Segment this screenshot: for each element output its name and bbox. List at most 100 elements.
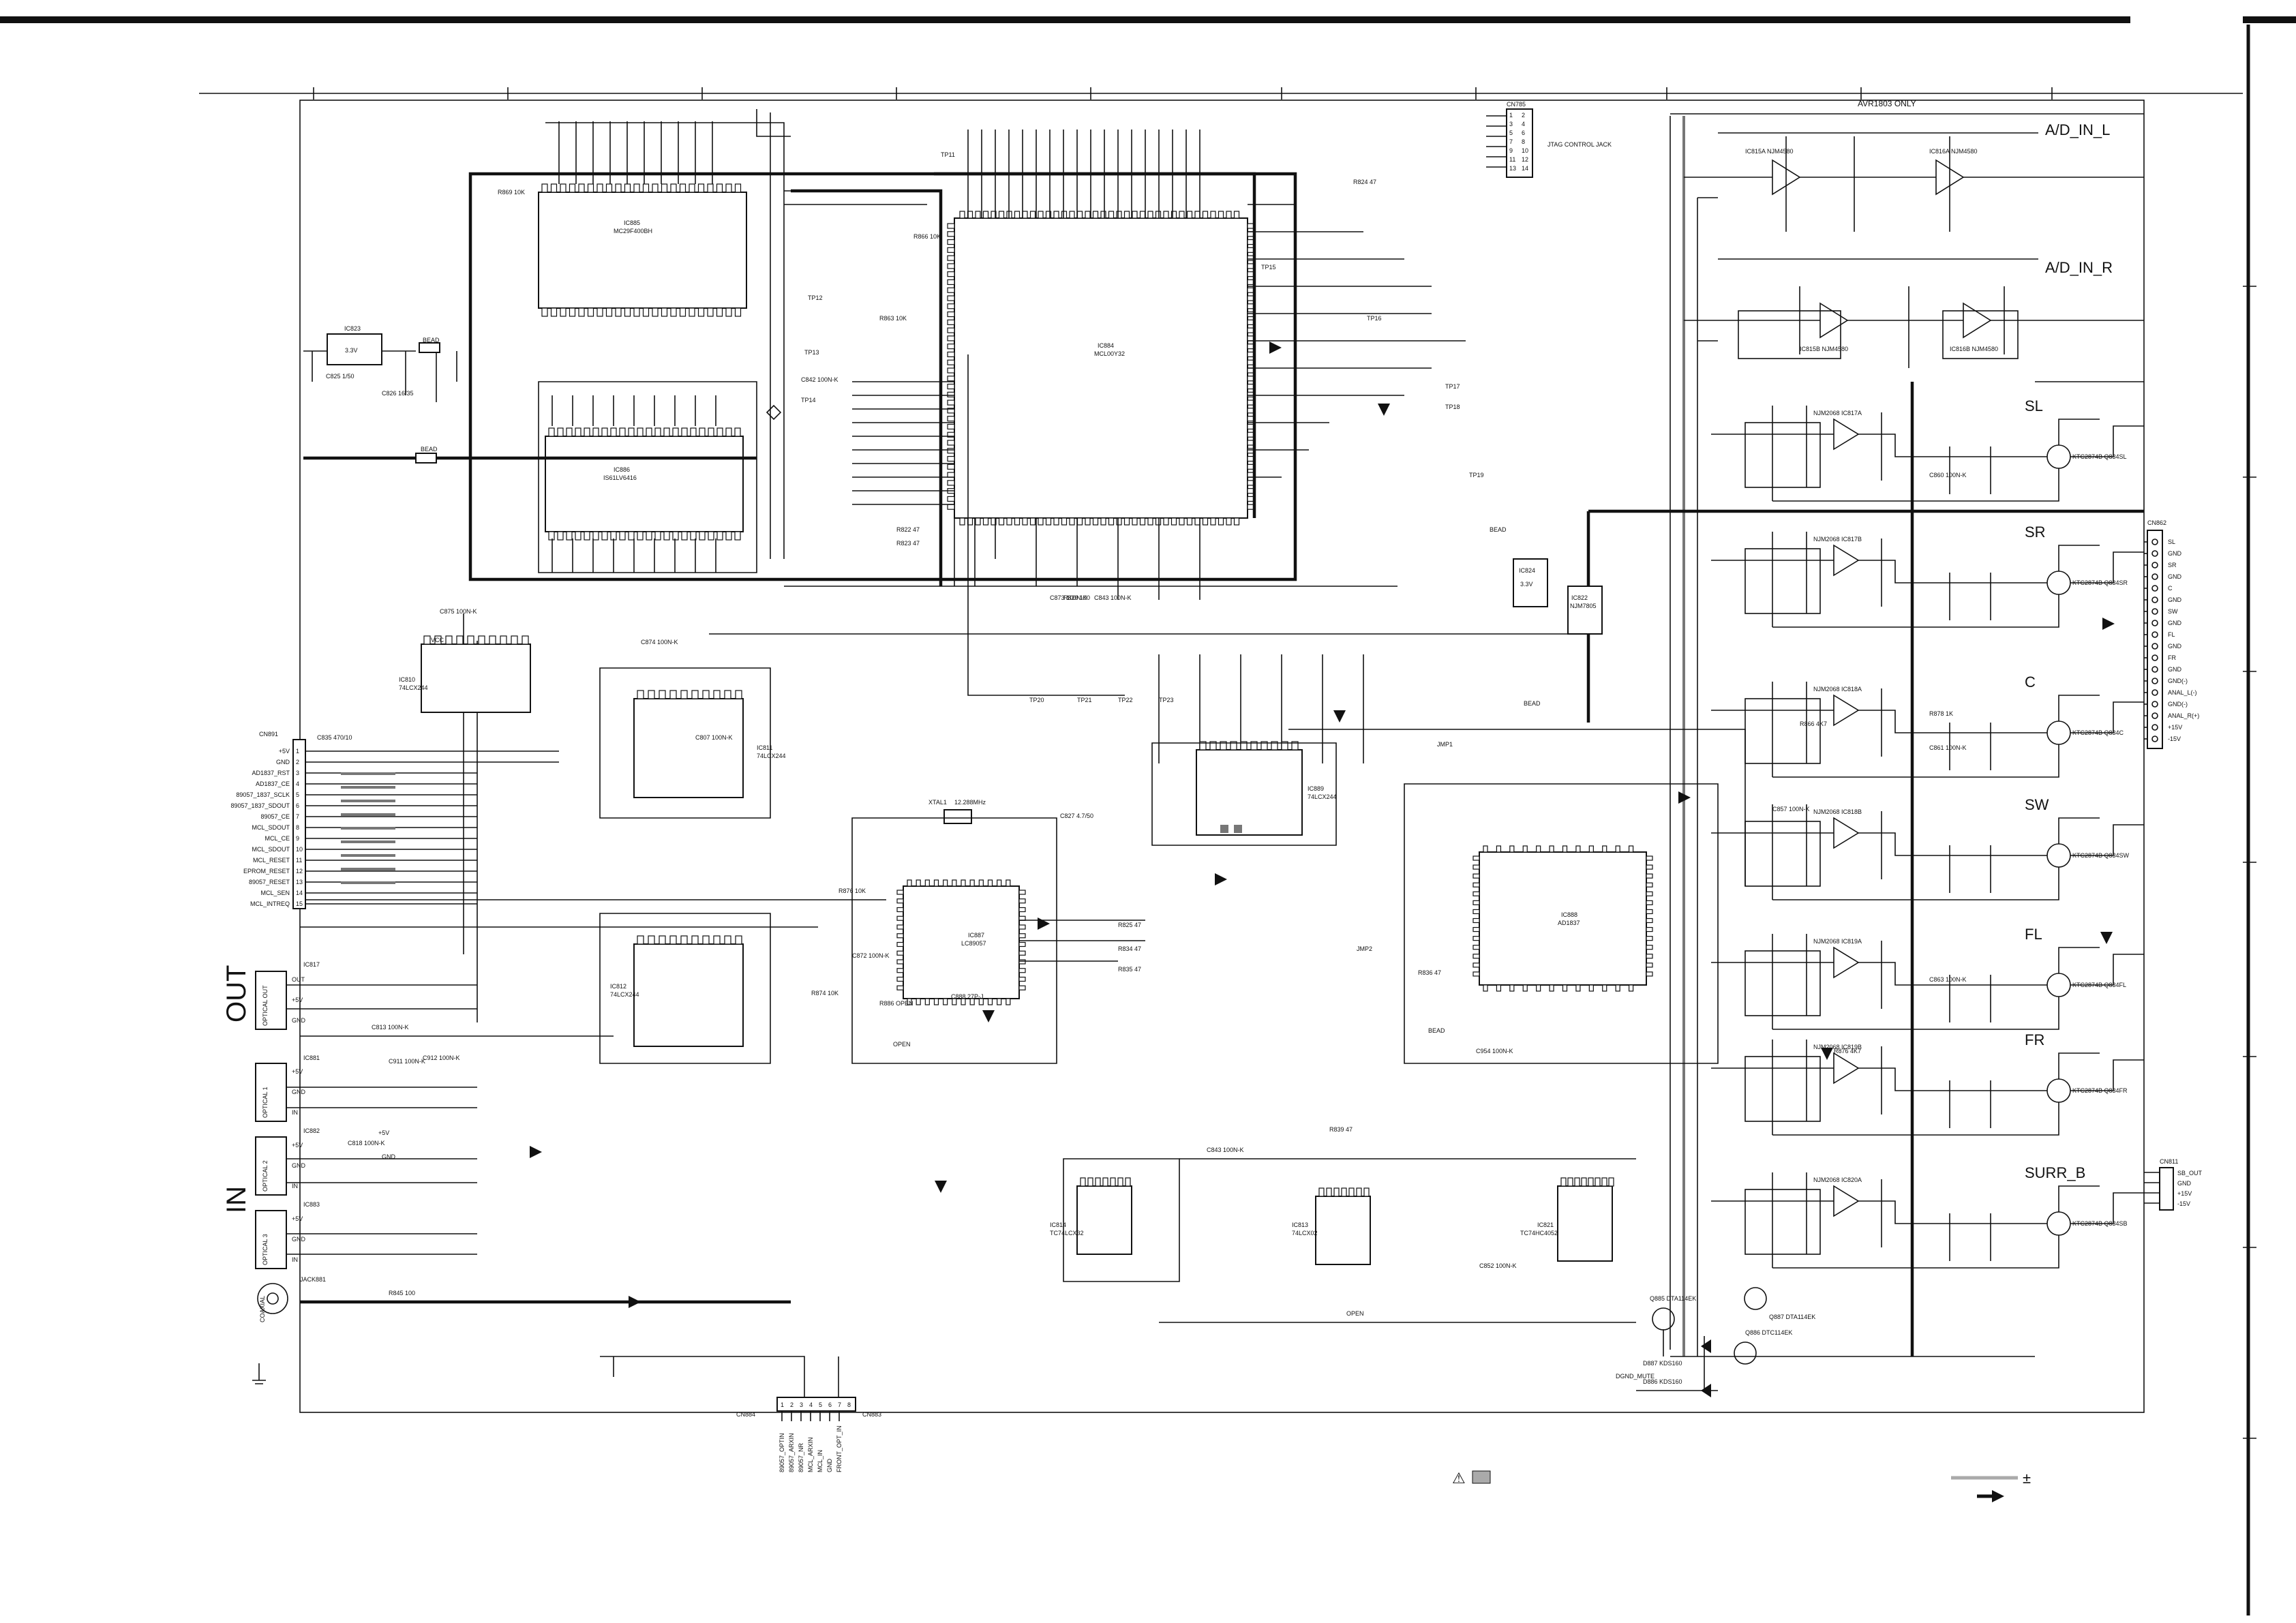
ic-pin [1018,907,1026,913]
ic-pin [1108,211,1115,219]
ic-pin [1646,945,1653,950]
cn891-pin-label: MCL_INTREQ [250,900,290,907]
optical-pin-label: IN [292,1109,298,1116]
ic-pin [642,183,650,193]
ic-pin [697,307,705,317]
ic-pin [1100,211,1106,219]
ic887-ref: IC887 [968,932,984,939]
test-point-label: TP14 [801,397,816,404]
ic-pin [1123,517,1130,526]
ic-pin [716,427,723,437]
adc-amp-l2: IC816A NJM4580 [1929,148,1978,155]
jtag-pin: 13 [1509,165,1516,172]
cn884-pin: 4 [809,1401,813,1408]
cn862-block: CN862 SLGNDSRGNDCGNDSWGNDFLGNDFRGNDGND(-… [2144,519,2199,749]
cn862-pin-label: SW [2168,608,2178,615]
ic-pin [991,517,997,526]
bead-label: BEAD [423,337,440,344]
cn811-ref: CN811 [2160,1158,2178,1165]
ic-pin [550,183,558,193]
ic-pin [1483,984,1488,992]
ic-pin [961,879,966,887]
ic-pin [896,976,904,982]
ic-pin [1601,1177,1607,1187]
optical-pin-label: GND [292,1162,306,1169]
cn862-pin-label: GND [2168,643,2182,650]
ic-pin [557,531,564,541]
ic-pin [969,998,975,1005]
bead-label: BEAD [1524,700,1541,707]
ic-pin [947,367,955,374]
capacitor-label: C857 100N-K [1772,806,1810,813]
cn862-pin [2151,654,2158,661]
cn891-pin-label: MCL_CE [265,835,290,842]
ic-pin [708,531,714,541]
d886-label: D886 KDS160 [1643,1378,1682,1385]
jtag-pin: 8 [1522,138,1525,145]
ic-pin [943,998,948,1005]
ic-pin [1080,1177,1086,1187]
ic-pin [1069,211,1075,219]
ic-pin [1615,984,1620,992]
ic-pin [1602,984,1607,992]
ic-pin [511,635,518,645]
cn862-pin [2151,585,2158,592]
cn862-pin-label: ANAL_L(-) [2168,689,2197,696]
channel-label: FR [2025,1031,2044,1048]
ic-pin [702,690,710,699]
ic-pin [1472,855,1480,861]
optical-pin-label: +5V [292,1142,303,1149]
ic-pin [661,183,668,193]
cn811-pin-label: -15V [2177,1200,2190,1207]
cn862-pin-label: SL [2168,539,2175,545]
ic-pin [592,427,599,437]
optical-3-ref: IC883 [303,1201,320,1208]
ic821-ref: IC821 [1537,1222,1554,1228]
test-point-label: TP15 [1261,264,1276,271]
capacitor-label: C875 100N-K [440,608,477,615]
ic-pin [947,455,955,462]
ic885-part: MC29F400BH [614,228,652,234]
ic812-ref: IC812 [610,983,626,990]
ic-pin [1646,891,1653,896]
cn891-ref: CN891 [259,731,278,738]
ic-pin [596,183,603,193]
ic-pin [947,359,955,365]
resistor-label: R876 10K [839,888,866,894]
ic-pin [896,959,904,965]
channel-label: C [2025,673,2036,691]
ic-pin [947,423,955,430]
ic-pin [1220,741,1227,750]
ic-pin [734,531,741,541]
cn884-signal: 89057_OPTIN [779,1433,785,1472]
ic-pin [947,351,955,358]
ic824-value: 3.3V [1520,581,1533,588]
q887-label: Q887 DTA114EK [1769,1314,1815,1320]
ic-pin [1230,741,1237,750]
ic-pin [596,307,603,317]
resistor-label: R820 100 [1063,594,1090,601]
ic-pin [1045,517,1052,526]
ic888-block: IC888 AD1837 [1404,783,1719,1064]
optical-pin-label: GND [292,1236,306,1243]
ic-pin [896,890,904,895]
ic-pin [1348,1187,1355,1197]
ic-pin [566,531,573,541]
cn862-pin-label: GND(-) [2168,701,2188,708]
ic-pin [1602,845,1607,853]
ic-pin [716,183,723,193]
optical-1-ref: IC881 [303,1055,320,1061]
ic-pin [1496,845,1502,853]
ic-pin [1341,1187,1347,1197]
ic-pin [637,427,644,437]
ic-pin [725,531,732,541]
test-point-label: TP22 [1118,697,1133,703]
ic-pin [943,879,948,887]
ic-pin [896,898,904,904]
cn891-pin-label: +5V [279,748,290,755]
capacitor-label: C863 100N-K [1929,976,1967,983]
